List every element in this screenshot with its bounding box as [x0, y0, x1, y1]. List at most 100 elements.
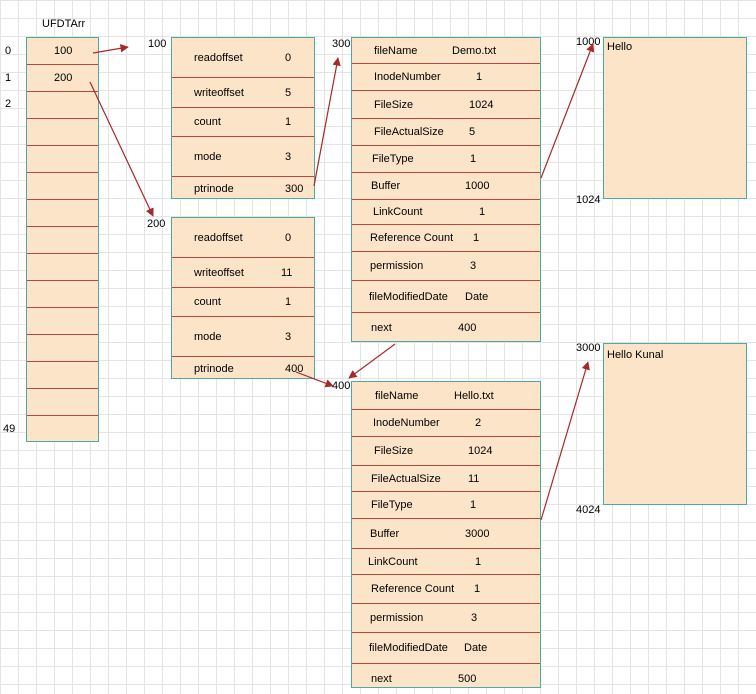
table-row: FileSize 1024	[352, 437, 540, 466]
row-value: 1	[470, 499, 477, 511]
row-key: FileType	[371, 499, 413, 511]
table-row: fileName Demo.txt	[352, 38, 540, 64]
row-key: writeoffset	[194, 266, 244, 279]
row-key: writeoffset	[194, 86, 244, 99]
table-row: mode 3	[172, 317, 314, 357]
row-key: InodeNumber	[373, 417, 440, 429]
row-key: fileName	[374, 44, 418, 57]
arrow-ptrinode-to-inode1	[313, 57, 341, 187]
ufdt-cell	[27, 119, 98, 146]
row-key: fileModifiedDate	[369, 642, 448, 654]
row-value: 1	[475, 555, 482, 568]
data-block-content: Hello Kunal	[607, 349, 664, 361]
buffer-end-1024: 1024	[576, 194, 601, 206]
table-row: readoffset 0	[172, 218, 314, 258]
table-row: ptrinode 300	[172, 177, 314, 200]
row-value: 1000	[465, 180, 490, 192]
row-value: 0	[285, 231, 292, 244]
ufdt-index-0: 0	[5, 45, 12, 57]
row-key: readoffset	[194, 231, 243, 244]
row-value: 0	[285, 51, 292, 64]
row-key: Buffer	[371, 180, 401, 192]
row-key: mode	[194, 150, 222, 163]
buffer-start-3000: 3000	[576, 342, 601, 354]
inode-address-400: 400	[332, 380, 351, 392]
ufdt-cell	[27, 173, 98, 200]
row-key: FileActualSize	[374, 126, 444, 138]
row-key: FileActualSize	[371, 472, 441, 485]
ufdt-cell	[27, 389, 98, 416]
table-row: Buffer 1000	[352, 173, 540, 200]
row-value: 500	[458, 673, 477, 685]
ufdt-cell-value: 200	[54, 72, 73, 84]
row-value: 1	[479, 206, 486, 218]
table-row: LinkCount 1	[352, 549, 540, 575]
row-key: InodeNumber	[374, 71, 441, 83]
row-key: Reference Count	[371, 583, 455, 595]
table-row: next 500	[352, 664, 540, 694]
ufdt-cell	[27, 200, 98, 227]
row-key: next	[371, 673, 392, 685]
ufdt-cell	[27, 146, 98, 173]
row-key: LinkCount	[373, 206, 423, 218]
ufdt-cell-value: 100	[54, 45, 73, 57]
row-value: 1	[473, 232, 480, 244]
row-key: ptrinode	[194, 182, 234, 195]
ufdt-cell	[27, 362, 98, 389]
ufdt-cell	[27, 335, 98, 362]
row-value: 11	[281, 266, 293, 279]
ufdt-index-1: 1	[5, 72, 12, 84]
arrow-next-to-inode2	[348, 343, 396, 379]
row-key: FileType	[372, 153, 414, 165]
table-row: Reference Count 1	[352, 225, 540, 252]
table-row: count 1	[172, 108, 314, 137]
row-value: Demo.txt	[452, 44, 497, 57]
row-key: next	[371, 322, 392, 334]
row-key: mode	[194, 330, 222, 343]
row-value: Hello.txt	[454, 389, 494, 402]
row-value: 3	[471, 612, 478, 624]
row-key: count	[194, 116, 221, 128]
data-block-content: Hello	[607, 41, 633, 53]
row-value: Date	[464, 642, 488, 654]
row-key: FileSize	[374, 445, 414, 457]
row-key: readoffset	[194, 51, 243, 64]
row-value: 3	[470, 260, 477, 272]
row-value: 1	[285, 296, 292, 308]
filetable-address-100: 100	[148, 38, 167, 50]
row-value: 1024	[468, 445, 493, 457]
row-key: Reference Count	[370, 232, 454, 244]
table-row: FileActualSize 11	[352, 466, 540, 492]
row-value: 11	[468, 472, 480, 485]
arrow-buffer-to-block2	[540, 361, 590, 521]
ufdt-title: UFDTArr	[42, 18, 86, 30]
table-row: fileModifiedDate Date	[352, 633, 540, 664]
table-row: FileType 1	[352, 492, 540, 519]
ufdt-cell	[27, 308, 98, 335]
data-block-1: Hello	[603, 37, 747, 199]
ufdt-cell	[27, 416, 98, 442]
ufdt-array: 100 200	[26, 37, 99, 442]
ufdt-cell	[27, 281, 98, 308]
row-value: 1	[285, 116, 292, 128]
row-value: 3	[285, 330, 292, 343]
row-value: 3000	[465, 527, 490, 540]
inode-address-300: 300	[332, 38, 351, 50]
row-key: LinkCount	[368, 555, 418, 568]
row-value: 300	[285, 182, 304, 195]
ufdt-index-49: 49	[3, 423, 16, 435]
